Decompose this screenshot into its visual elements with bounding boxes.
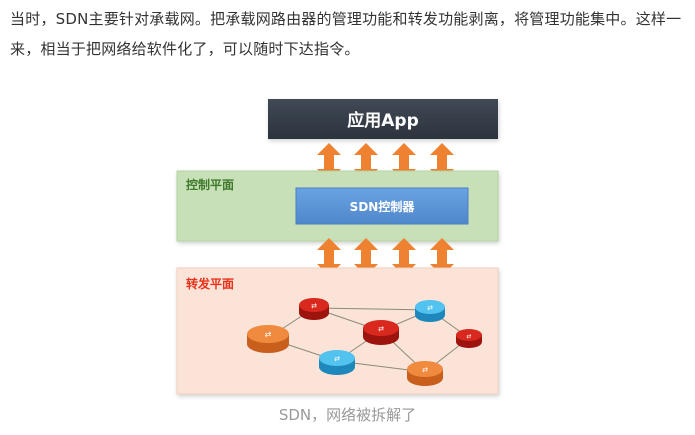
svg-text:⇄: ⇄ xyxy=(334,355,340,363)
router-icon: ⇄ xyxy=(407,361,443,386)
routers: ⇄ ⇄ ⇄ ⇄ ⇄ xyxy=(247,298,482,386)
router-icon: ⇄ xyxy=(319,350,355,375)
sdn-controller-label: SDN控制器 xyxy=(350,199,416,214)
svg-text:⇄: ⇄ xyxy=(427,304,433,312)
svg-text:⇄: ⇄ xyxy=(422,366,428,374)
router-icon: ⇄ xyxy=(363,320,399,345)
app-layer-box xyxy=(268,99,498,139)
router-icon: ⇄ xyxy=(247,325,289,353)
router-icon: ⇄ xyxy=(456,329,482,348)
app-layer-label: 应用App xyxy=(347,110,419,131)
svg-text:⇄: ⇄ xyxy=(265,330,272,339)
router-icon: ⇄ xyxy=(299,298,329,320)
forwarding-plane-label: 转发平面 xyxy=(186,276,234,291)
svg-text:⇄: ⇄ xyxy=(311,302,317,310)
figure-caption: SDN，网络被拆解了 xyxy=(278,406,417,424)
router-icon: ⇄ xyxy=(415,300,445,322)
sdn-controller-box xyxy=(295,187,469,225)
svg-text:⇄: ⇄ xyxy=(378,325,384,333)
svg-text:⇄: ⇄ xyxy=(466,333,471,340)
control-plane-label: 控制平面 xyxy=(186,177,234,192)
article-paragraph: 当时，SDN主要针对承载网。把承载网路由器的管理功能和转发功能剥离，将管理功能集… xyxy=(10,10,682,58)
